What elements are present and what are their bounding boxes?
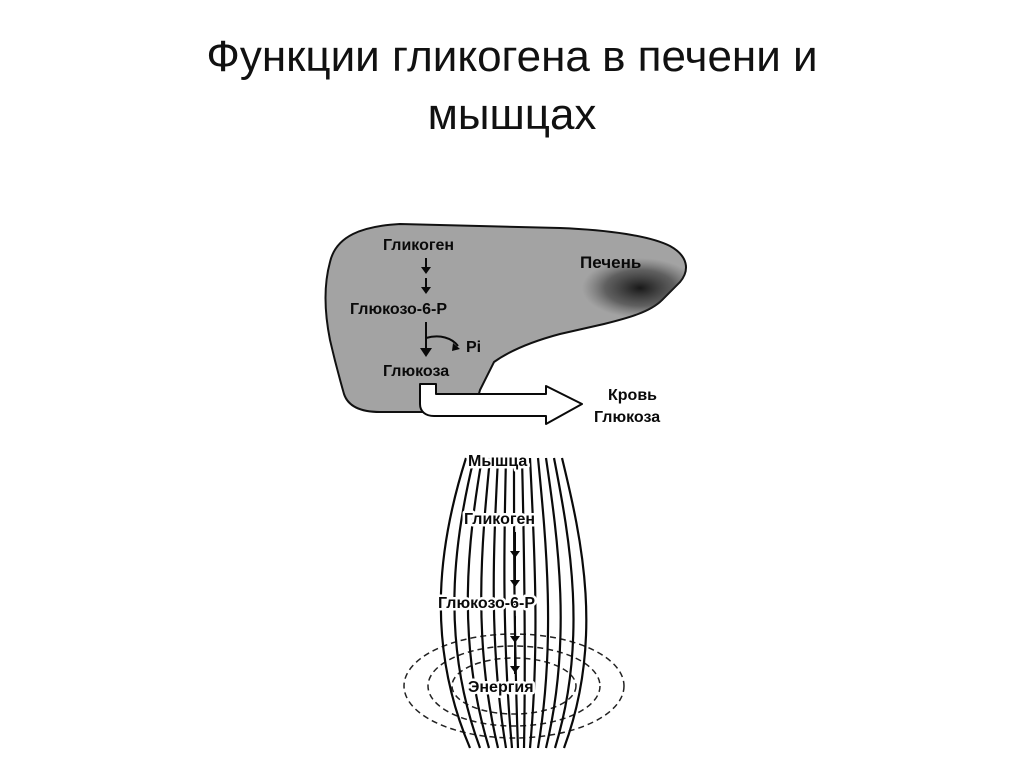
muscle-fibers	[439, 457, 588, 749]
liver-pi-label: Pi	[466, 339, 481, 356]
muscle-g6p-label: Глюкозо-6-Р	[438, 595, 535, 612]
blood-label: Кровь	[608, 387, 657, 404]
muscle-energy-label: Энергия	[468, 679, 534, 696]
liver-arrow-2	[420, 322, 460, 357]
blood-glucose-label: Глюкоза	[594, 409, 660, 426]
muscle-glycogen-label: Гликоген	[464, 511, 535, 528]
blood-export-arrow	[419, 383, 583, 425]
liver-label: Печень	[580, 253, 641, 272]
liver-glycogen-label: Гликоген	[383, 237, 454, 254]
muscle-arrow-2	[510, 616, 520, 674]
title-line-2: мышцах	[427, 90, 597, 139]
liver-arrow-1	[421, 258, 431, 294]
liver-shape	[324, 222, 687, 414]
liver-g6p-label: Глюкозо-6-Р	[350, 301, 447, 318]
slide-title: Функции гликогена в печени и мышцах	[0, 28, 1024, 144]
title-line-1: Функции гликогена в печени и	[206, 32, 818, 81]
muscle-arrow-1	[510, 532, 520, 587]
liver-glucose-label: Глюкоза	[383, 363, 449, 380]
muscle-label: Мышца	[468, 453, 527, 470]
